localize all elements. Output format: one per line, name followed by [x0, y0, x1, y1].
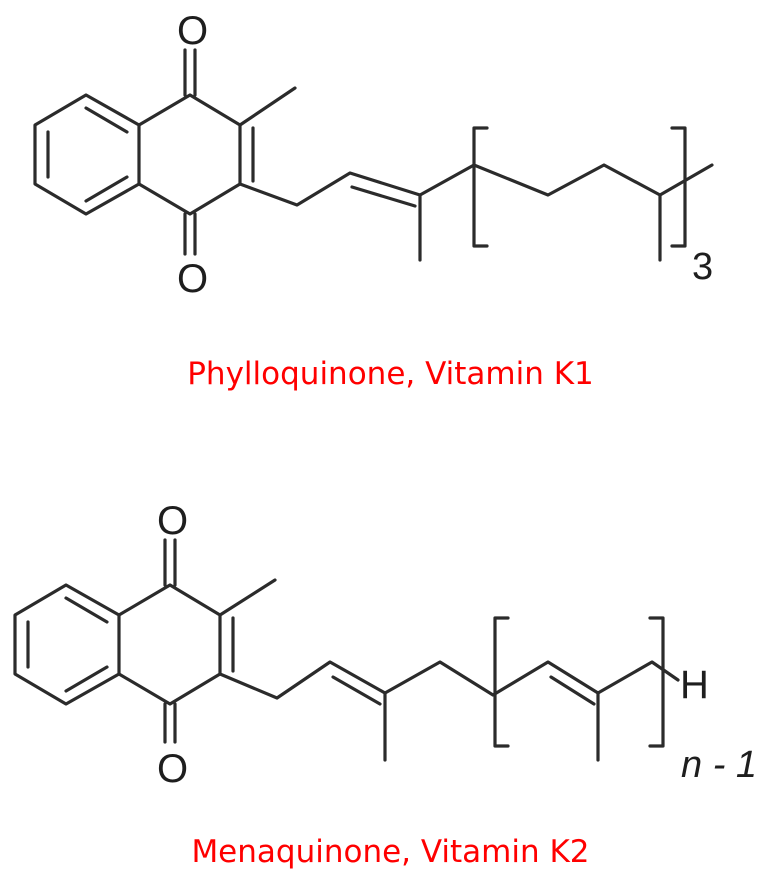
k1-side-chain: [238, 163, 714, 207]
k2-benzene-ring: [13, 583, 121, 706]
k1-repeat-subscript: 3: [692, 246, 713, 288]
k2-bracket-left: [493, 616, 510, 748]
k1-quinone-ring: [137, 93, 242, 216]
k2-oxygen-top: O: [157, 499, 188, 543]
k2-side-chain: [218, 660, 680, 700]
k2-methyl: [218, 578, 277, 617]
k1-benzene-ring: [33, 93, 141, 216]
phylloquinone-structure: O O 3: [33, 9, 714, 301]
k2-end-group: H: [680, 663, 709, 707]
k1-methyl: [238, 86, 297, 127]
k1-chain-double: [350, 185, 417, 208]
k2-benzene-double-3: [64, 665, 109, 693]
k1-bracket-right: [670, 126, 687, 248]
k2-caption: Menaquinone, Vitamin K2: [191, 834, 590, 870]
menaquinone-structure: O O H n - 1: [13, 499, 757, 791]
k2-chain-double-1: [331, 675, 382, 706]
k2-chain-double-2: [549, 675, 596, 706]
k2-benzene-double-2: [64, 596, 109, 624]
k1-benzene-double-3: [84, 175, 129, 203]
k2-repeat-subscript: n - 1: [681, 744, 757, 786]
k1-bracket-left: [472, 126, 489, 248]
k2-bracket-right: [648, 616, 665, 748]
k1-benzene-double-2: [84, 106, 129, 134]
k1-oxygen-bottom: O: [177, 257, 208, 301]
k2-oxygen-bottom: O: [157, 747, 188, 791]
k1-oxygen-top: O: [177, 9, 208, 53]
k1-caption: Phylloquinone, Vitamin K1: [187, 356, 594, 392]
k2-quinone-ring: [117, 583, 222, 706]
